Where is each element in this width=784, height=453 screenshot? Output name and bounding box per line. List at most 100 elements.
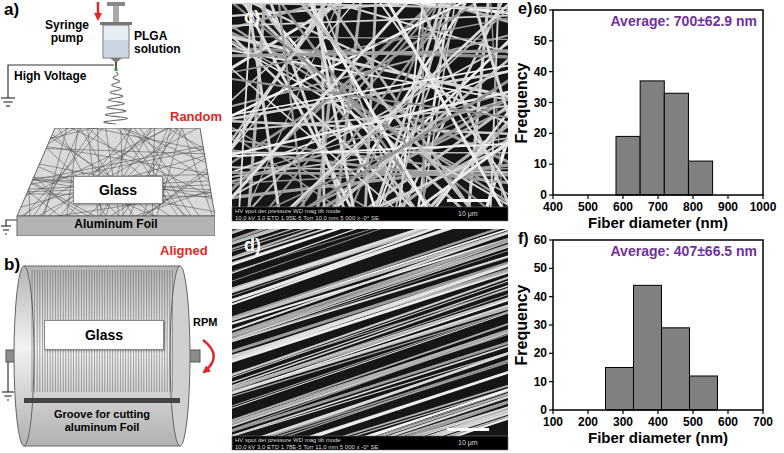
tick-label: 0 <box>540 189 547 201</box>
fiber <box>42 270 43 392</box>
fiber <box>156 270 157 392</box>
electrospinning-jet <box>104 72 127 124</box>
syringe-pump <box>100 2 132 71</box>
fiber <box>15 128 215 236</box>
fiber <box>50 270 51 392</box>
fiber <box>232 270 508 436</box>
needle-tip <box>115 68 118 71</box>
histogram-bars <box>606 285 718 410</box>
fiber <box>78 270 79 392</box>
x-tick <box>587 195 588 199</box>
fiber <box>15 128 215 236</box>
x-tick <box>657 410 658 414</box>
fiber <box>232 3 508 207</box>
fiber <box>125 270 126 392</box>
tick-label: 0 <box>540 404 547 416</box>
fiber <box>469 3 508 207</box>
collector-drum: GlassGroove for cutting aluminum Foil <box>8 262 200 450</box>
ground-symbol <box>1 226 11 234</box>
fiber <box>120 270 121 392</box>
fiber <box>117 270 118 392</box>
mode-label: Aligned <box>160 244 208 258</box>
fiber <box>130 270 131 392</box>
fiber <box>15 128 215 236</box>
tick-label: 600 <box>718 416 738 428</box>
fiber <box>146 270 147 392</box>
fiber <box>15 164 215 197</box>
fiber <box>232 305 508 436</box>
fiber <box>232 229 508 436</box>
average-label: Average: 407±66.5 nm <box>611 244 757 259</box>
fiber <box>15 128 215 236</box>
ground-wire <box>7 362 8 392</box>
mode-label: Random <box>170 110 222 124</box>
plunger-thumb <box>107 2 125 6</box>
fiber <box>91 270 92 392</box>
fiber <box>15 128 215 236</box>
fiber <box>15 171 215 209</box>
fiber <box>15 128 215 236</box>
fiber <box>99 270 100 392</box>
fiber <box>32 270 33 392</box>
fiber <box>65 270 66 392</box>
fiber <box>172 270 173 392</box>
fiber <box>232 3 508 13</box>
sem-info: HV spot det pressure WD mag tilt mode <box>235 208 341 215</box>
fiber <box>63 270 64 392</box>
drum-end <box>170 266 190 446</box>
scale-bar <box>447 199 489 202</box>
x-tick <box>552 195 553 199</box>
fiber <box>15 128 215 236</box>
glass-slide: Glass <box>44 320 164 350</box>
fiber <box>15 128 215 236</box>
ground-symbol <box>2 392 14 400</box>
fiber <box>232 5 508 151</box>
fiber <box>232 351 508 436</box>
panel-letter: b) <box>4 256 20 275</box>
hv-wire <box>8 65 114 98</box>
fiber <box>94 270 95 392</box>
histogram-bar <box>688 161 712 195</box>
fiber <box>15 128 215 236</box>
fiber <box>15 128 215 236</box>
tick-label: 500 <box>683 416 703 428</box>
tick-label: 200 <box>578 416 598 428</box>
fiber <box>232 229 508 433</box>
tick-label: 20 <box>534 347 547 359</box>
fiber <box>232 229 508 436</box>
fiber <box>58 270 59 392</box>
fiber <box>15 128 215 236</box>
x-tick <box>587 410 588 414</box>
y-tick <box>549 324 553 325</box>
histogram-bar <box>690 376 718 410</box>
fiber <box>162 270 163 392</box>
glass-slide: Glass <box>73 176 163 204</box>
panel-letter: c) <box>244 8 260 28</box>
fiber <box>232 3 508 207</box>
fiber <box>15 128 215 236</box>
axis-ticks <box>549 10 763 414</box>
syringe-barrel <box>103 25 129 58</box>
fiber <box>232 229 508 295</box>
panel-letter: f) <box>518 230 529 248</box>
fiber <box>232 234 508 436</box>
fiber <box>102 270 103 392</box>
sem-info: 10.0 kV 3.0 ETD 1.95E-5 Torr 10.0 mm 5 0… <box>235 215 379 222</box>
fiber <box>86 270 87 392</box>
fiber <box>15 128 215 236</box>
fiber <box>232 3 508 207</box>
fiber <box>232 352 508 436</box>
y-tick <box>549 268 553 269</box>
fiber <box>15 128 215 236</box>
tick-label: 900 <box>718 201 738 213</box>
fiber <box>232 229 508 436</box>
fiber <box>115 270 116 392</box>
panel-letter: d) <box>244 236 261 256</box>
fiber <box>143 270 144 392</box>
tick-label: 100 <box>543 416 563 428</box>
average-label: Average: 700±62.9 nm <box>611 14 757 29</box>
part-label: RPM <box>193 316 217 328</box>
fiber <box>169 270 170 392</box>
tick-label: 40 <box>534 66 547 78</box>
fiber <box>232 3 508 207</box>
